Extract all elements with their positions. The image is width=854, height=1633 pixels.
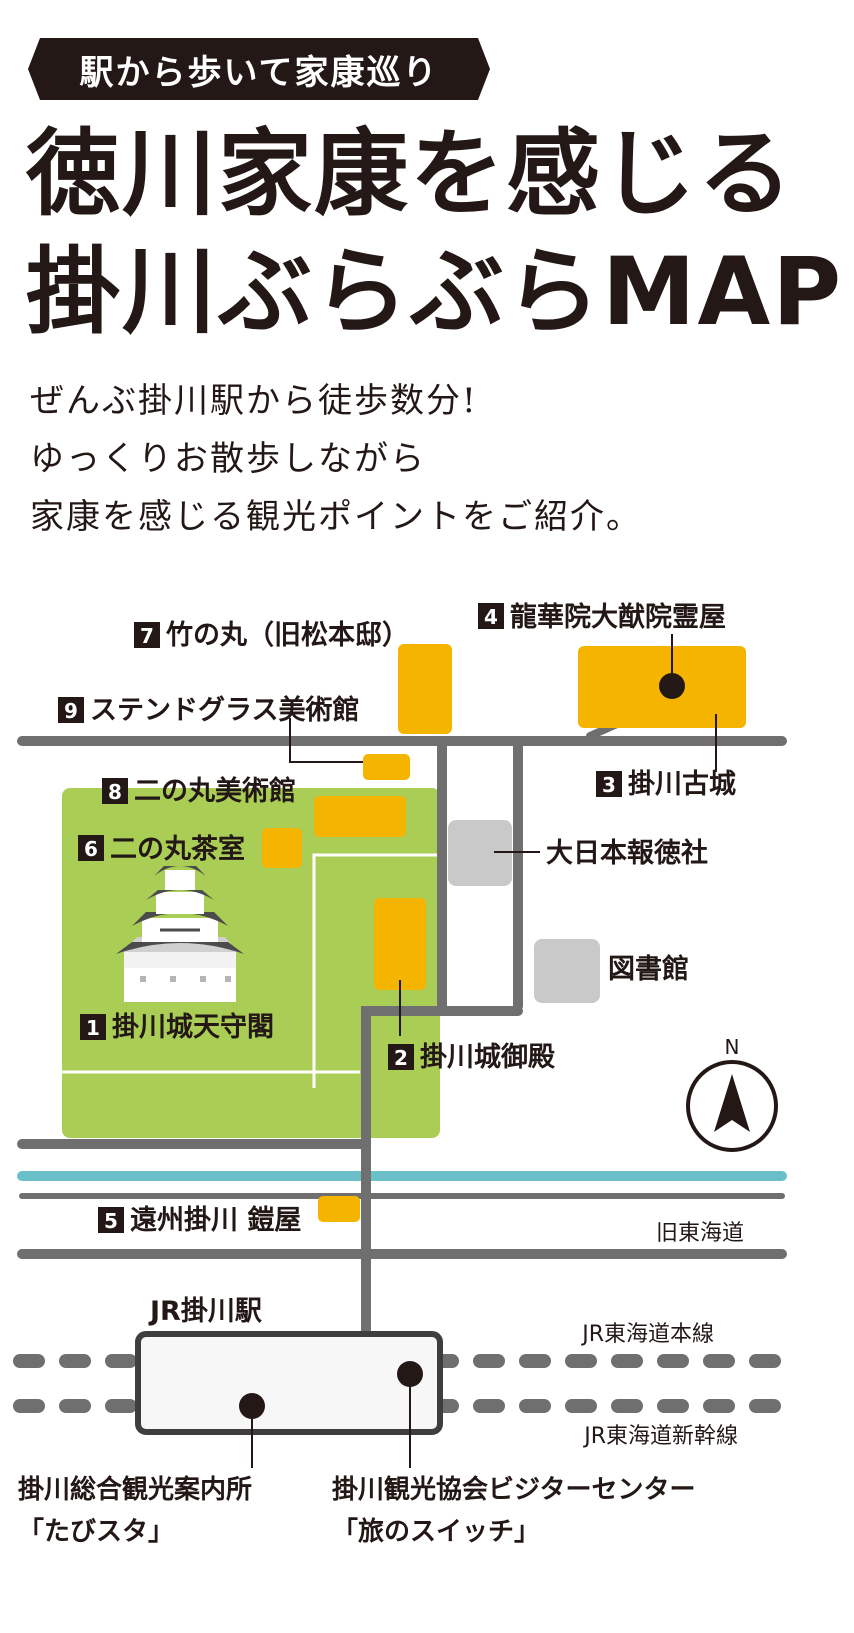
hotokusha-building <box>448 820 512 886</box>
page-title-line2: 掛川ぶらぶらMAP <box>26 238 844 347</box>
spot-2-marker <box>374 898 426 990</box>
spot-2-num: 2 <box>394 1046 408 1070</box>
spot-4-name: 龍華院大猷院霊屋 <box>510 601 726 633</box>
spot-7-num: 7 <box>140 624 154 648</box>
spot-8-label: 8 二の丸美術館 <box>102 775 296 807</box>
spot-3-num: 3 <box>602 773 616 797</box>
compass-north-label: N <box>725 1035 740 1059</box>
spot-1-label: 1 掛川城天守閣 <box>80 1011 274 1043</box>
spot-2-label: 2 掛川城御殿 <box>388 1042 556 1073</box>
spot-2-name: 掛川城御殿 <box>420 1042 556 1073</box>
spot-6-num: 6 <box>84 837 98 861</box>
spot-4-num: 4 <box>484 605 498 629</box>
spot-3-name: 掛川古城 <box>628 769 736 800</box>
library-building <box>534 939 600 1003</box>
compass-icon: N <box>686 1035 778 1152</box>
shinkansen-label: JR東海道新幹線 <box>582 1424 738 1449</box>
spot-6-name: 二の丸茶室 <box>110 833 245 865</box>
station-building <box>135 1331 443 1435</box>
spot-8-num: 8 <box>108 780 122 804</box>
lead-line3: 家康を感じる観光ポイントをご紹介。 <box>30 497 642 537</box>
castle-park <box>62 788 440 1138</box>
spot-7-label: 7 竹の丸（旧松本邸） <box>134 619 409 651</box>
tagline-banner: 駅から歩いて家康巡り <box>28 38 490 100</box>
spot-markers <box>262 644 746 1222</box>
spot-5-label: 5 遠州掛川 鎧屋 <box>98 1204 301 1236</box>
castle-icon <box>116 866 244 1002</box>
spot-5-marker <box>318 1196 360 1222</box>
spot-7-marker <box>398 644 452 734</box>
lead-line2: ゆっくりお散歩しながら <box>30 439 426 479</box>
old-tokaido-label: 旧東海道 <box>656 1221 744 1246</box>
station-label: JR掛川駅 <box>148 1296 262 1327</box>
spot-5-name: 遠州掛川 鎧屋 <box>130 1204 301 1236</box>
tabista-name: 掛川総合観光案内所 <box>18 1474 252 1505</box>
spot-5-num: 5 <box>104 1209 118 1233</box>
spot-8-marker <box>314 796 406 837</box>
spot-7-name: 竹の丸（旧松本邸） <box>165 619 409 651</box>
spot-4-label: 4 龍華院大猷院霊屋 <box>478 601 726 633</box>
tabista-dot <box>239 1393 265 1419</box>
lead-line1: ぜんぶ掛川駅から徒歩数分! <box>30 381 478 421</box>
hotokusha-label: 大日本報徳社 <box>546 837 708 869</box>
visitor-center-nickname: 「旅のスイッチ」 <box>332 1516 540 1547</box>
spot-9-marker <box>363 754 410 780</box>
spot-8-name: 二の丸美術館 <box>134 775 296 807</box>
spot-9-num: 9 <box>64 699 78 723</box>
page-title-line1: 徳川家康を感じる <box>26 120 795 229</box>
spot-6-marker <box>262 828 302 868</box>
tagline-text: 駅から歩いて家康巡り <box>79 52 439 93</box>
spot-9-label: 9 ステンドグラス美術館 <box>58 694 359 726</box>
visitor-center-dot <box>397 1361 423 1387</box>
area-map: N 7 竹の丸（旧松本邸） 4 龍華院大猷院霊屋 9 ステンドグラス美術館 3 … <box>13 601 791 1547</box>
library-label: 図書館 <box>608 953 689 985</box>
spot-9-name: ステンドグラス美術館 <box>90 694 359 726</box>
spot-1-name: 掛川城天守閣 <box>112 1011 274 1043</box>
spot-6-label: 6 二の丸茶室 <box>78 833 245 865</box>
spot-3-label: 3 掛川古城 <box>596 769 736 800</box>
tabista-nickname: 「たびスタ」 <box>18 1516 174 1547</box>
tokaido-line-label: JR東海道本線 <box>580 1322 714 1347</box>
spot-4-dot <box>659 673 685 699</box>
visitor-center-name: 掛川観光協会ビジターセンター <box>332 1474 695 1505</box>
spot-1-num: 1 <box>86 1016 100 1040</box>
